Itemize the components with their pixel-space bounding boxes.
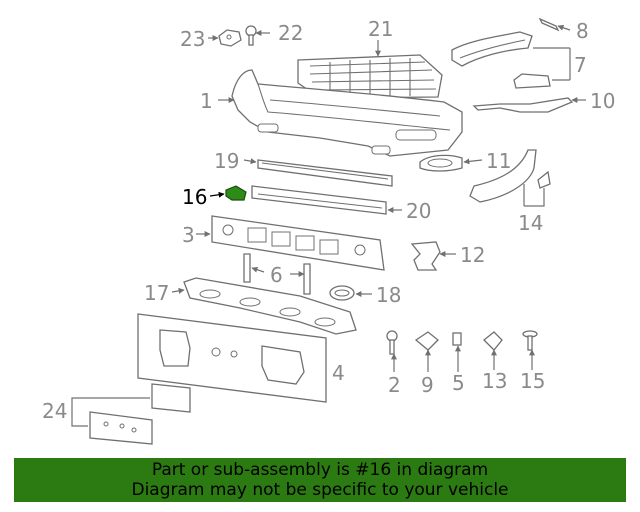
label-24: 24: [42, 399, 67, 423]
part-4-kit[interactable]: [137, 313, 327, 403]
part-8-trim[interactable]: [538, 17, 560, 32]
part-10-strip[interactable]: [472, 97, 574, 113]
part-9-clip[interactable]: [414, 331, 439, 351]
part-22-bolt[interactable]: [245, 25, 257, 46]
label-10: 10: [590, 89, 615, 113]
banner-line-2: Diagram may not be specific to your vehi…: [131, 480, 509, 500]
part-12-bracket[interactable]: [410, 241, 441, 271]
label-4: 4: [332, 361, 345, 385]
part-19-trim[interactable]: [257, 159, 393, 187]
banner-line-1: Part or sub-assembly is #16 in diagram: [151, 460, 489, 480]
part-24-plates[interactable]: [89, 383, 191, 445]
label-23: 23: [180, 27, 205, 51]
label-17: 17: [144, 281, 169, 305]
label-1: 1: [200, 89, 213, 113]
label-8: 8: [576, 19, 589, 43]
part-6-brackets[interactable]: [243, 253, 311, 295]
label-19: 19: [214, 149, 239, 173]
part-21-grille[interactable]: [297, 54, 443, 99]
label-6: 6: [270, 263, 283, 287]
label-15: 15: [520, 369, 545, 393]
part-11-bezel[interactable]: [419, 154, 463, 172]
part-7-flare[interactable]: [451, 31, 551, 89]
label-20: 20: [406, 199, 431, 223]
part-2-bolt[interactable]: [386, 330, 398, 355]
part-23-clip[interactable]: [218, 29, 242, 47]
part-5-nut[interactable]: [452, 332, 462, 346]
label-9: 9: [421, 373, 434, 397]
part-13-clip[interactable]: [483, 331, 503, 351]
part-18-bezel[interactable]: [329, 285, 355, 301]
label-18: 18: [376, 283, 401, 307]
parts-diagram: 23 22 21 8 7 10 1 19 11 16 20 14 3 12 6 …: [42, 17, 615, 445]
label-11: 11: [486, 149, 511, 173]
label-3: 3: [182, 223, 195, 247]
label-22: 22: [278, 21, 303, 45]
part-17-support[interactable]: [183, 277, 357, 335]
label-13: 13: [482, 369, 507, 393]
label-7: 7: [574, 53, 587, 77]
label-16-highlighted: 16: [182, 185, 207, 209]
part-20-absorber[interactable]: [251, 185, 387, 215]
part-15-pushpin[interactable]: [522, 330, 538, 351]
part-16-bracket[interactable]: [225, 185, 247, 201]
label-5: 5: [452, 371, 465, 395]
part-1-bumper[interactable]: [231, 69, 463, 157]
label-2: 2: [388, 373, 401, 397]
label-12: 12: [460, 243, 485, 267]
label-14: 14: [518, 211, 543, 235]
info-banner: Part or sub-assembly is #16 in diagram D…: [14, 458, 626, 502]
part-3-reinforcement[interactable]: [211, 215, 385, 271]
label-21: 21: [368, 17, 393, 41]
part-14-flare[interactable]: [469, 149, 551, 203]
